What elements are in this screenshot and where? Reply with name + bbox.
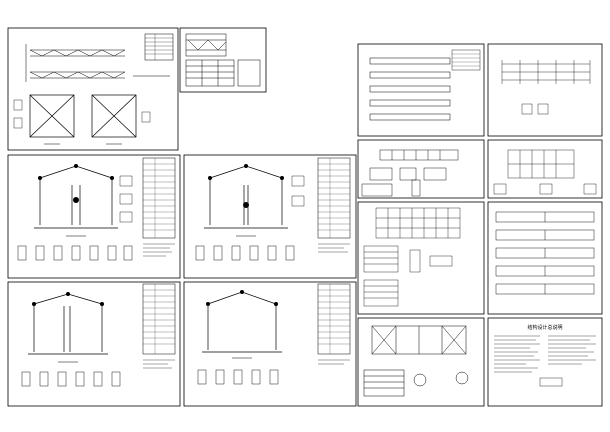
general-notes-title: 结构设计总说明	[527, 324, 562, 331]
panel-roof-plan[interactable]	[487, 139, 603, 199]
panel-purlin-layout-2[interactable]	[487, 201, 603, 315]
panel-connection-details[interactable]	[357, 201, 485, 315]
panel-portal-frame-4[interactable]	[183, 281, 357, 407]
panel-column-grid-plan[interactable]	[487, 43, 603, 137]
panel-purlin-layout[interactable]	[357, 43, 485, 137]
panel-bracing-plan[interactable]	[7, 27, 179, 151]
panel-roof-bracing-plan[interactable]	[357, 317, 485, 407]
panel-title-detail[interactable]	[179, 27, 267, 93]
panel-wall-girt-elevation[interactable]	[357, 139, 485, 199]
panel-portal-frame-3[interactable]	[7, 281, 181, 407]
panel-portal-frame-2[interactable]	[183, 154, 357, 279]
panel-general-notes[interactable]: 结构设计总说明	[487, 317, 603, 407]
panel-portal-frame-1[interactable]	[7, 154, 181, 279]
